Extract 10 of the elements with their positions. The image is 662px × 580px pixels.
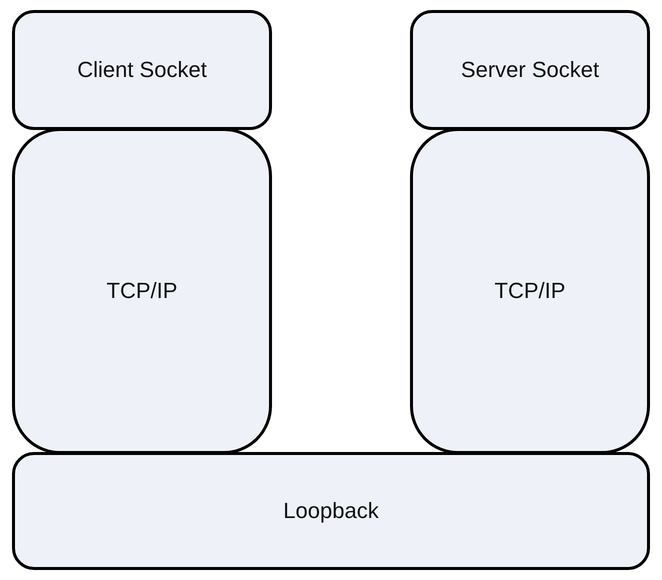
box-label: Client Socket xyxy=(77,57,207,83)
box-label: Loopback xyxy=(283,498,379,524)
rounded-box xyxy=(12,10,272,130)
rounded-box xyxy=(12,452,650,570)
box-label: TCP/IP xyxy=(106,278,178,304)
rounded-box xyxy=(410,10,650,130)
rounded-box xyxy=(12,128,272,454)
box-label: Server Socket xyxy=(460,57,600,83)
box-label: TCP/IP xyxy=(494,278,566,304)
rounded-box xyxy=(410,128,650,454)
